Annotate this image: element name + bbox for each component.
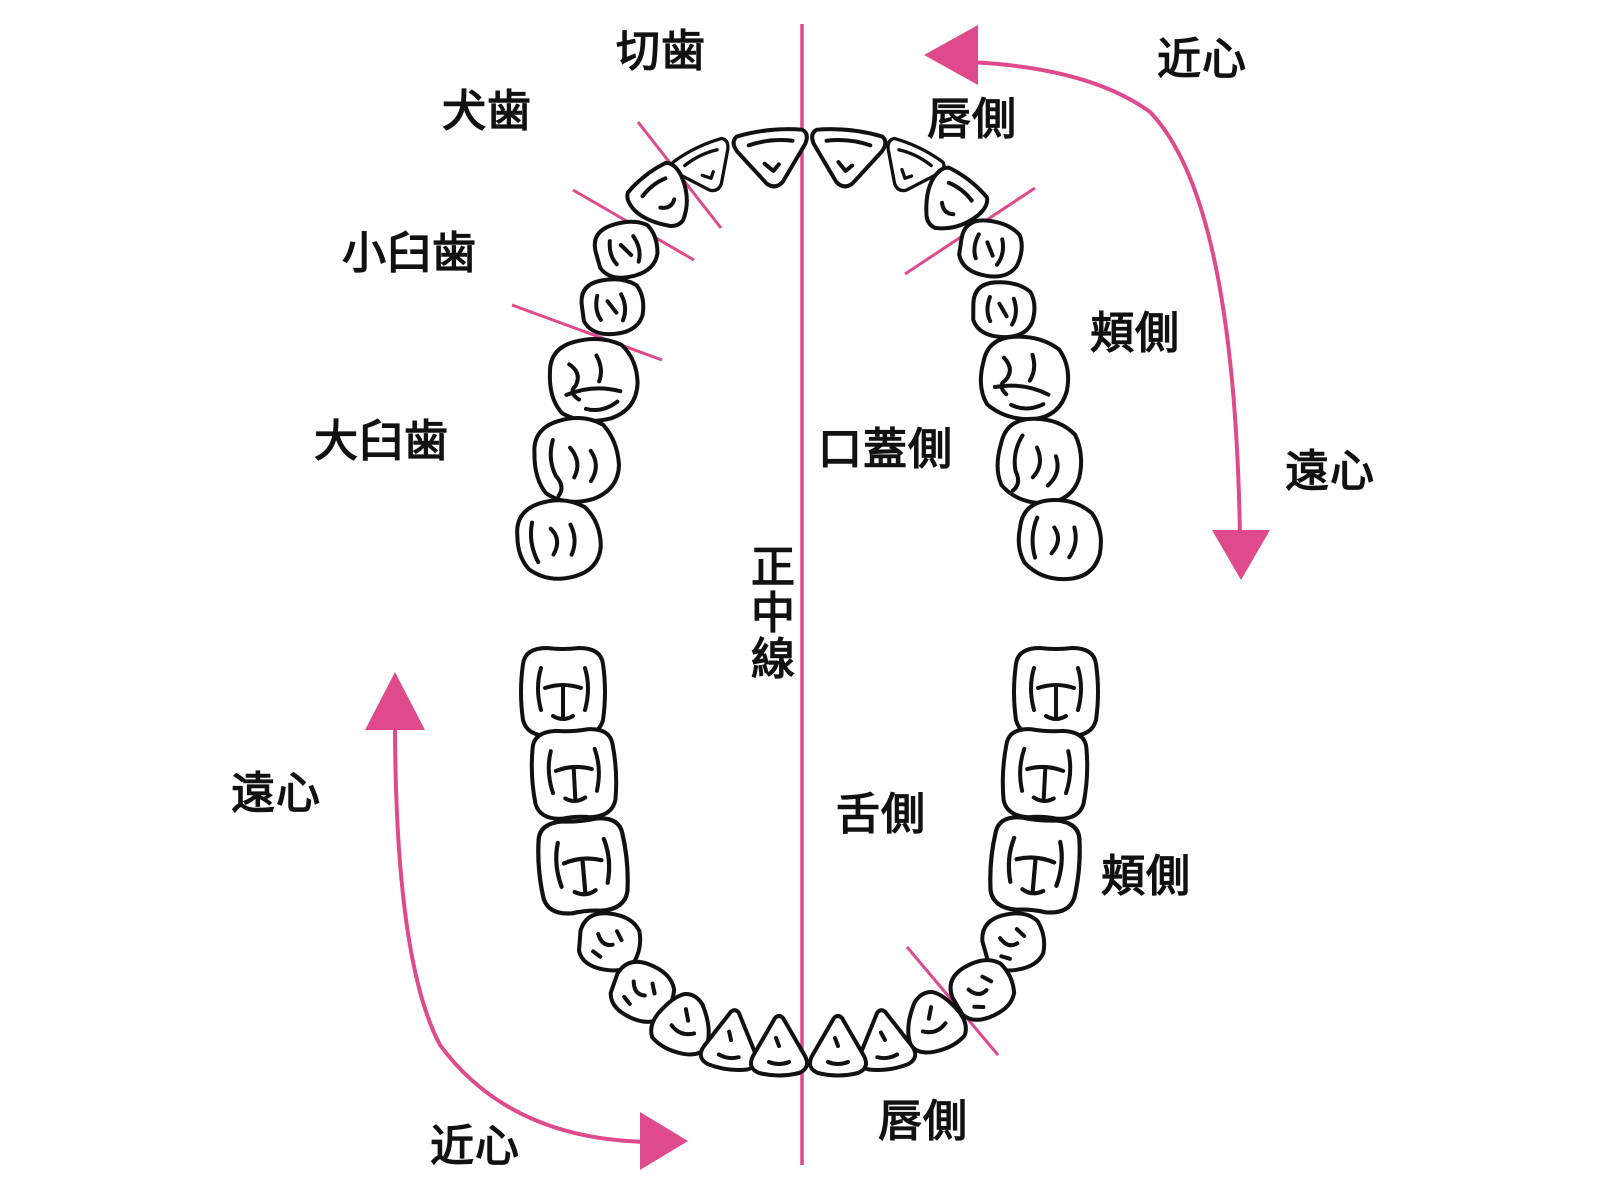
label-molar: 大臼歯 (314, 416, 449, 467)
lower-right-first-molar (987, 815, 1083, 915)
upper-left-first-premolar (588, 214, 665, 285)
label-lower-mesial: 近心 (430, 1121, 520, 1172)
upper-left-second-molar (527, 410, 626, 510)
label-lower-distal: 遠心 (231, 768, 321, 819)
lower-left-central-incisor (749, 1014, 809, 1078)
lower-left-first-molar (535, 816, 631, 916)
lower-distal-mesial-arrow (393, 719, 651, 1144)
upper-left-first-molar (543, 332, 644, 428)
lower-arrowhead-mesial (640, 1112, 688, 1170)
label-midline: 正 中 線 (750, 542, 796, 686)
label-canine: 犬歯 (442, 86, 532, 137)
lower-right-central-incisor (808, 1014, 868, 1078)
lower-right-third-molar (1012, 646, 1100, 738)
upper-arrowhead-mesial (924, 25, 978, 85)
label-premolar: 小臼歯 (342, 228, 477, 279)
label-midline-char-3: 線 (751, 634, 795, 686)
label-upper-distal: 遠心 (1285, 446, 1375, 497)
label-lingual: 舌側 (836, 789, 926, 840)
upper-left-central-incisor (730, 124, 814, 193)
label-midline-char-2: 中 (751, 588, 795, 640)
lower-arrowhead-distal (365, 672, 425, 730)
upper-left-third-molar (511, 494, 607, 585)
upper-left-second-premolar (578, 275, 648, 339)
label-midline-char-1: 正 (751, 542, 795, 593)
lower-left-second-molar (530, 728, 618, 820)
label-incisor: 切歯 (616, 26, 706, 77)
lower-dental-arch (519, 646, 1100, 1078)
label-palatal: 口蓋側 (818, 424, 953, 475)
label-lower-buccal: 頬側 (1101, 851, 1191, 902)
lower-left-third-molar (519, 646, 607, 738)
lower-right-second-molar (1001, 728, 1089, 820)
upper-right-first-premolar (952, 213, 1029, 284)
upper-right-second-premolar (969, 278, 1039, 342)
upper-right-central-incisor (805, 124, 889, 193)
label-upper-labial: 唇側 (927, 94, 1017, 145)
upper-right-second-molar (990, 411, 1089, 511)
label-upper-buccal: 頬側 (1090, 308, 1180, 359)
upper-arrowhead-distal (1212, 530, 1270, 580)
upper-mesial-distal-arrow (969, 60, 1242, 541)
label-lower-labial: 唇側 (878, 1096, 968, 1147)
label-upper-mesial: 近心 (1157, 34, 1247, 85)
upper-right-first-molar (974, 330, 1075, 426)
upper-dental-arch (511, 124, 1108, 586)
premolar-molar-boundary (511, 303, 663, 362)
upper-right-third-molar (1012, 494, 1108, 586)
